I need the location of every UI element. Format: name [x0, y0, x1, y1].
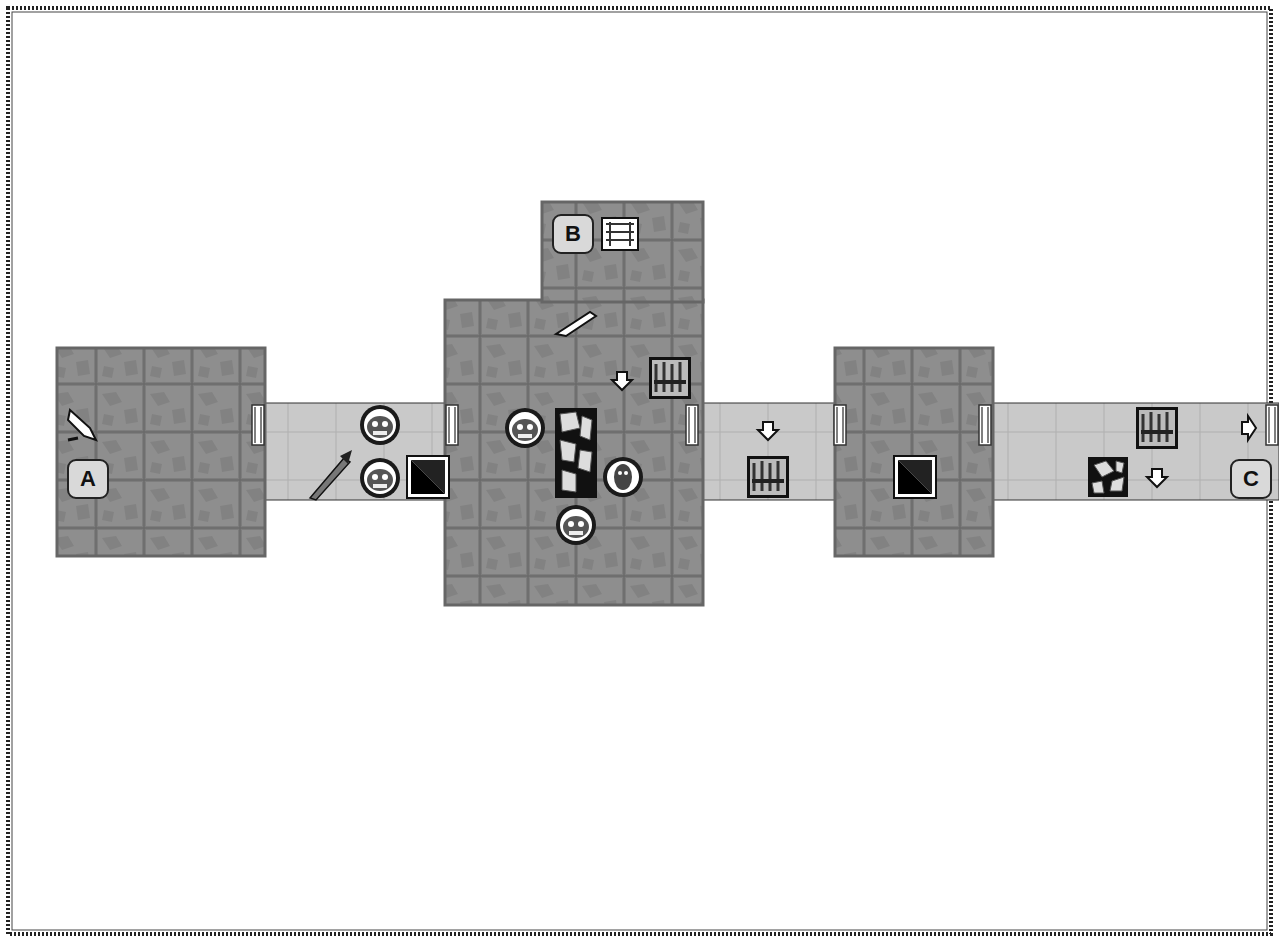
marker-letter: C	[1243, 466, 1259, 492]
map-marker: B	[552, 214, 594, 254]
map-marker: C	[1230, 459, 1272, 499]
marker-letter: B	[565, 221, 581, 247]
marker-letter: A	[80, 466, 96, 492]
map-marker: A	[67, 459, 109, 499]
